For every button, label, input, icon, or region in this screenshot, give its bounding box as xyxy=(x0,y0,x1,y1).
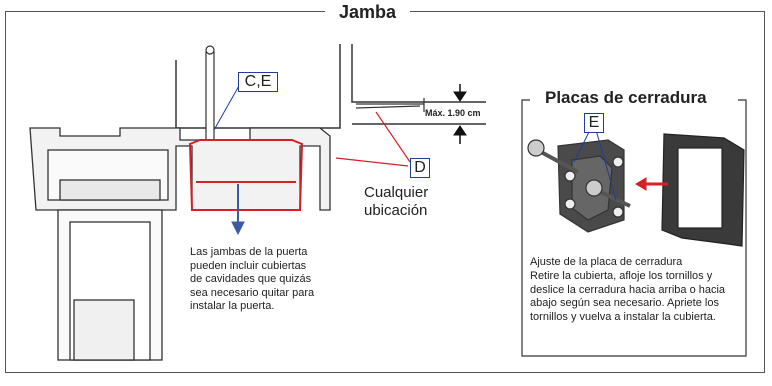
cavity-cover xyxy=(188,139,304,211)
down-arrow xyxy=(231,184,245,236)
strike-plate-bracket xyxy=(521,99,747,357)
screw-label: C,E xyxy=(238,72,278,92)
d-leader-lines xyxy=(335,111,411,167)
strike-plate-note-title: Ajuste de la placa de cerradura xyxy=(530,256,683,268)
screw-c-e xyxy=(200,45,220,148)
strike-plate-label: E xyxy=(584,113,604,133)
slide-arrow xyxy=(635,177,668,191)
anywhere-label: Cualquier ubicación xyxy=(364,184,429,219)
strike-plate-illustration xyxy=(527,139,631,233)
strike-plate-title: Placas de cerradura xyxy=(537,88,715,108)
frame-profile xyxy=(29,127,331,361)
e-leader-lines xyxy=(573,129,617,201)
jamb-cavity-note: Las jambas de la puerta pueden incluir c… xyxy=(190,246,315,312)
shim-nail xyxy=(355,98,425,112)
strike-plate-note-body: Retire la cubierta, afloje los tornillos… xyxy=(530,270,726,323)
ce-leader-line xyxy=(213,83,241,131)
dimension-arrows xyxy=(453,84,467,144)
strike-plate-cover xyxy=(661,133,745,247)
max-dimension-label: Máx. 1.90 cm xyxy=(425,108,481,118)
shim-label: D xyxy=(410,158,430,178)
diagram-title: Jamba xyxy=(325,2,411,23)
